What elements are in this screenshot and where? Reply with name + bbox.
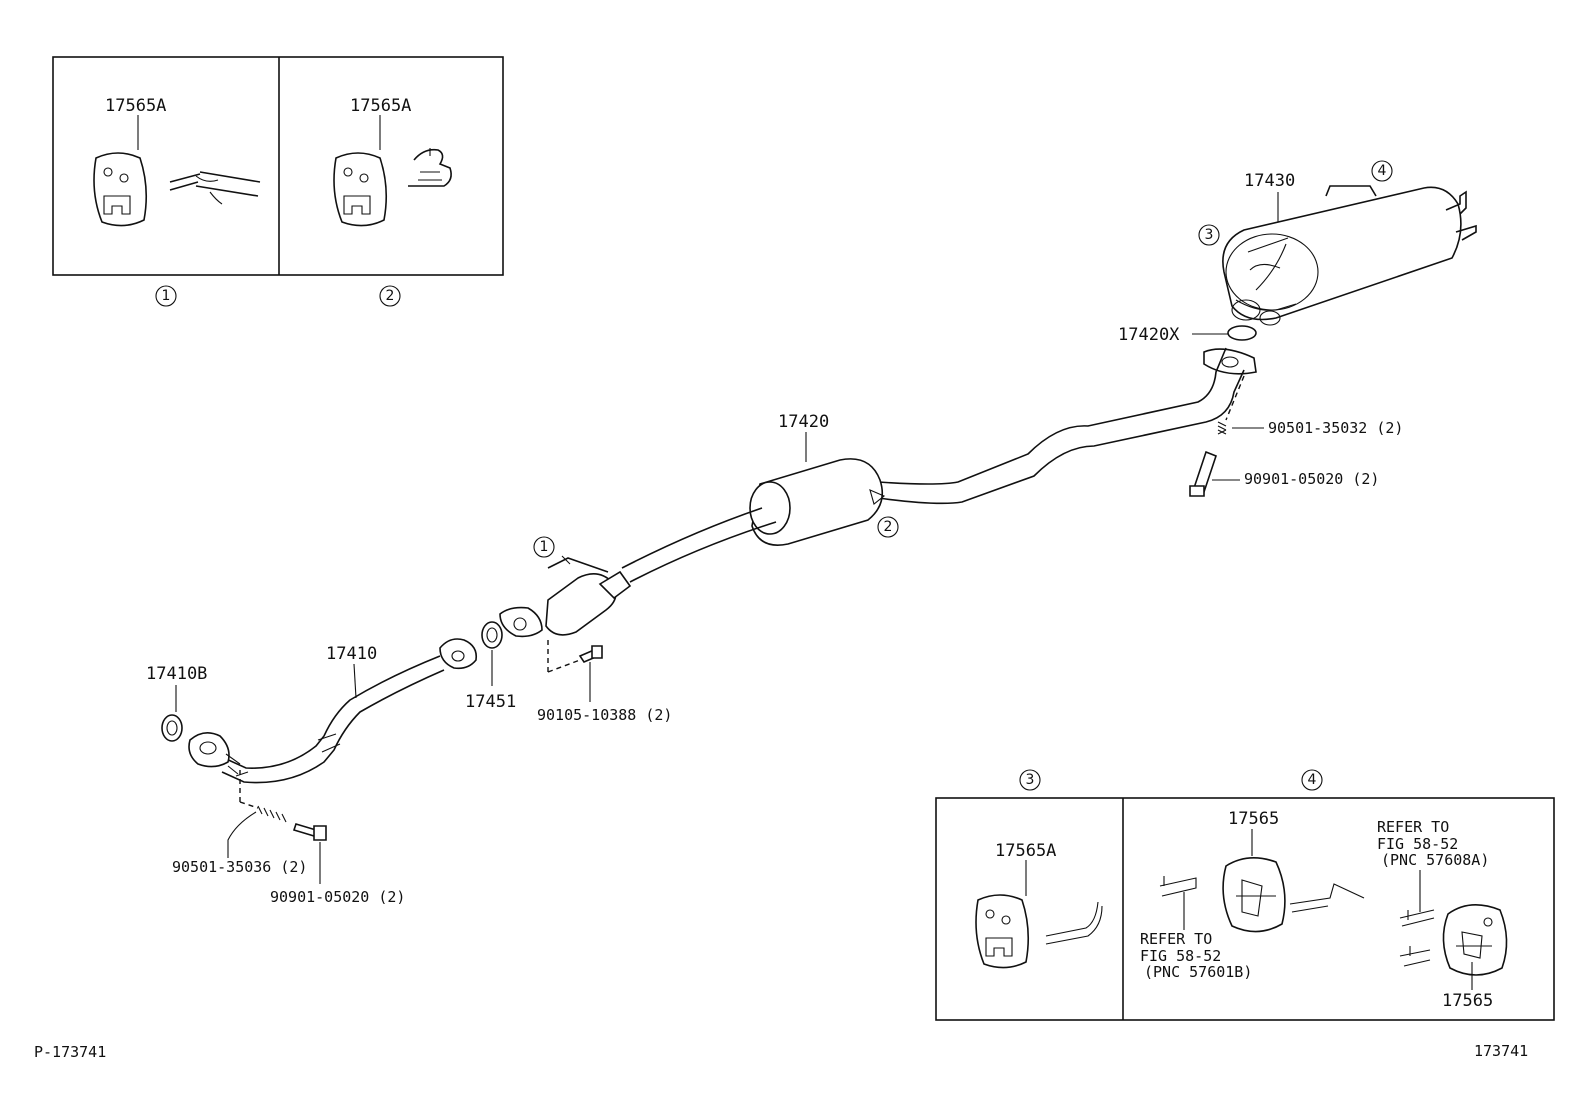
figure-ref-right: 173741 [1474,1042,1528,1060]
top-inset-frame [52,56,504,276]
bolt-90901-05020-lower [292,823,327,841]
front-flange [499,606,543,638]
part-label-17410b: 17410B [146,664,207,684]
bolt-90105-10388 [578,645,603,663]
top-inset: 17565A 1 17565A [52,56,504,307]
tailpipe-flange [1203,348,1257,375]
part-label-17420x: 17420X [1118,325,1180,345]
rubber-hanger-icon [333,152,388,227]
marker-3-inset-number: 3 [1026,772,1035,788]
rubber-hanger-lower-icon [1442,904,1508,976]
rubber-hanger-upper-icon [1222,857,1286,933]
refer-a-line-1: REFER TO [1140,930,1212,948]
spring-90501-35036 [257,805,287,823]
marker-4-number: 4 [1378,163,1387,179]
hanger-rod-icon [1159,876,1197,897]
center-pipe-lower-edge [877,369,1245,505]
part-label-17420: 17420 [778,412,829,432]
inset-2-part-label: 17565A [350,96,411,116]
hanger-rod-icon [1289,883,1365,913]
part-label-90501-35032: 90501-35032 (2) [1268,419,1403,437]
gasket-17410b-inner [166,720,178,736]
part-label-90501-35036: 90501-35036 (2) [172,858,307,876]
gasket-17451 [481,621,503,649]
bolt-90901-05020-upper [1189,450,1217,497]
assembly-guide-line [1225,375,1245,421]
main-muffler-17430 [1222,185,1477,326]
leader-line [353,663,357,699]
marker-2-number: 2 [386,288,395,304]
inset-4-part-upper-label: 17565 [1228,809,1279,829]
part-label-90901-05020-upper: 90901-05020 (2) [1244,470,1379,488]
refer-b-line-1: REFER TO [1377,818,1449,836]
hanger-rod-icon [1045,901,1103,945]
rubber-hanger-icon [93,152,148,227]
marker-4-inset-circle [1301,769,1323,791]
hanger-rod-icon [1399,946,1431,967]
marker-1-main-number: 1 [540,539,549,555]
bottom-inset: 3 4 17565A 17565 [935,769,1555,1021]
part-label-17430: 17430 [1244,171,1295,191]
part-label-17410: 17410 [326,644,377,664]
inset-3-part-label: 17565A [995,841,1056,861]
part-label-17451: 17451 [465,692,516,712]
inset-panel-4: 17565 REFER TO FIG 58-52 (PNC 57601B) RE… [1140,809,1508,1011]
sub-muffler-17420 [749,458,886,546]
spring-90501-35032 [1217,421,1227,435]
leader-line [227,811,257,858]
marker-1-main-circle [533,536,555,558]
hanger-bracket-icon [408,148,452,187]
inset-4-part-lower-label: 17565 [1442,991,1493,1011]
inset-1-part-label: 17565A [105,96,166,116]
inset-panel-3: 17565A [975,841,1103,969]
hanger-rod-icon [169,171,261,205]
refer-b-line-3: (PNC 57608A) [1381,851,1489,869]
marker-1-circle [155,285,177,307]
hanger-rod-icon [1399,909,1435,927]
assembly-guide-line [547,659,581,673]
gasket-17451-inner [486,627,498,643]
refer-b-line-2: FIG 58-52 [1377,835,1458,853]
inset-panel-2: 17565A 2 [333,96,452,307]
front-pipe-upper-edge [621,507,763,569]
center-pipe-upper-edge [877,347,1227,485]
exhaust-pipe-17410 [188,638,478,784]
marker-4-inset-number: 4 [1308,772,1317,788]
gasket-17410b [161,714,183,742]
bottom-inset-frame [935,797,1555,1021]
assembly-guide-line [239,801,259,809]
marker-2-main-circle [877,516,899,538]
refer-a-line-3: (PNC 57601B) [1144,963,1252,981]
marker-3-inset-circle [1019,769,1041,791]
marker-1-number: 1 [162,288,171,304]
marker-3-circle [1198,224,1220,246]
marker-2-main-number: 2 [884,519,893,535]
marker-3-number: 3 [1205,227,1214,243]
front-pipe-lower-edge [629,521,777,583]
rubber-hanger-icon [975,894,1030,969]
catalytic-converter [545,555,632,636]
marker-4-circle [1371,160,1393,182]
part-label-90105-10388: 90105-10388 (2) [537,706,672,724]
figure-ref-left: P-173741 [34,1043,106,1061]
inset-panel-1: 17565A 1 [93,96,261,307]
gasket-17420x [1227,325,1257,341]
part-label-90901-05020-lower: 90901-05020 (2) [270,888,405,906]
marker-2-circle [379,285,401,307]
refer-a-line-2: FIG 58-52 [1140,947,1221,965]
